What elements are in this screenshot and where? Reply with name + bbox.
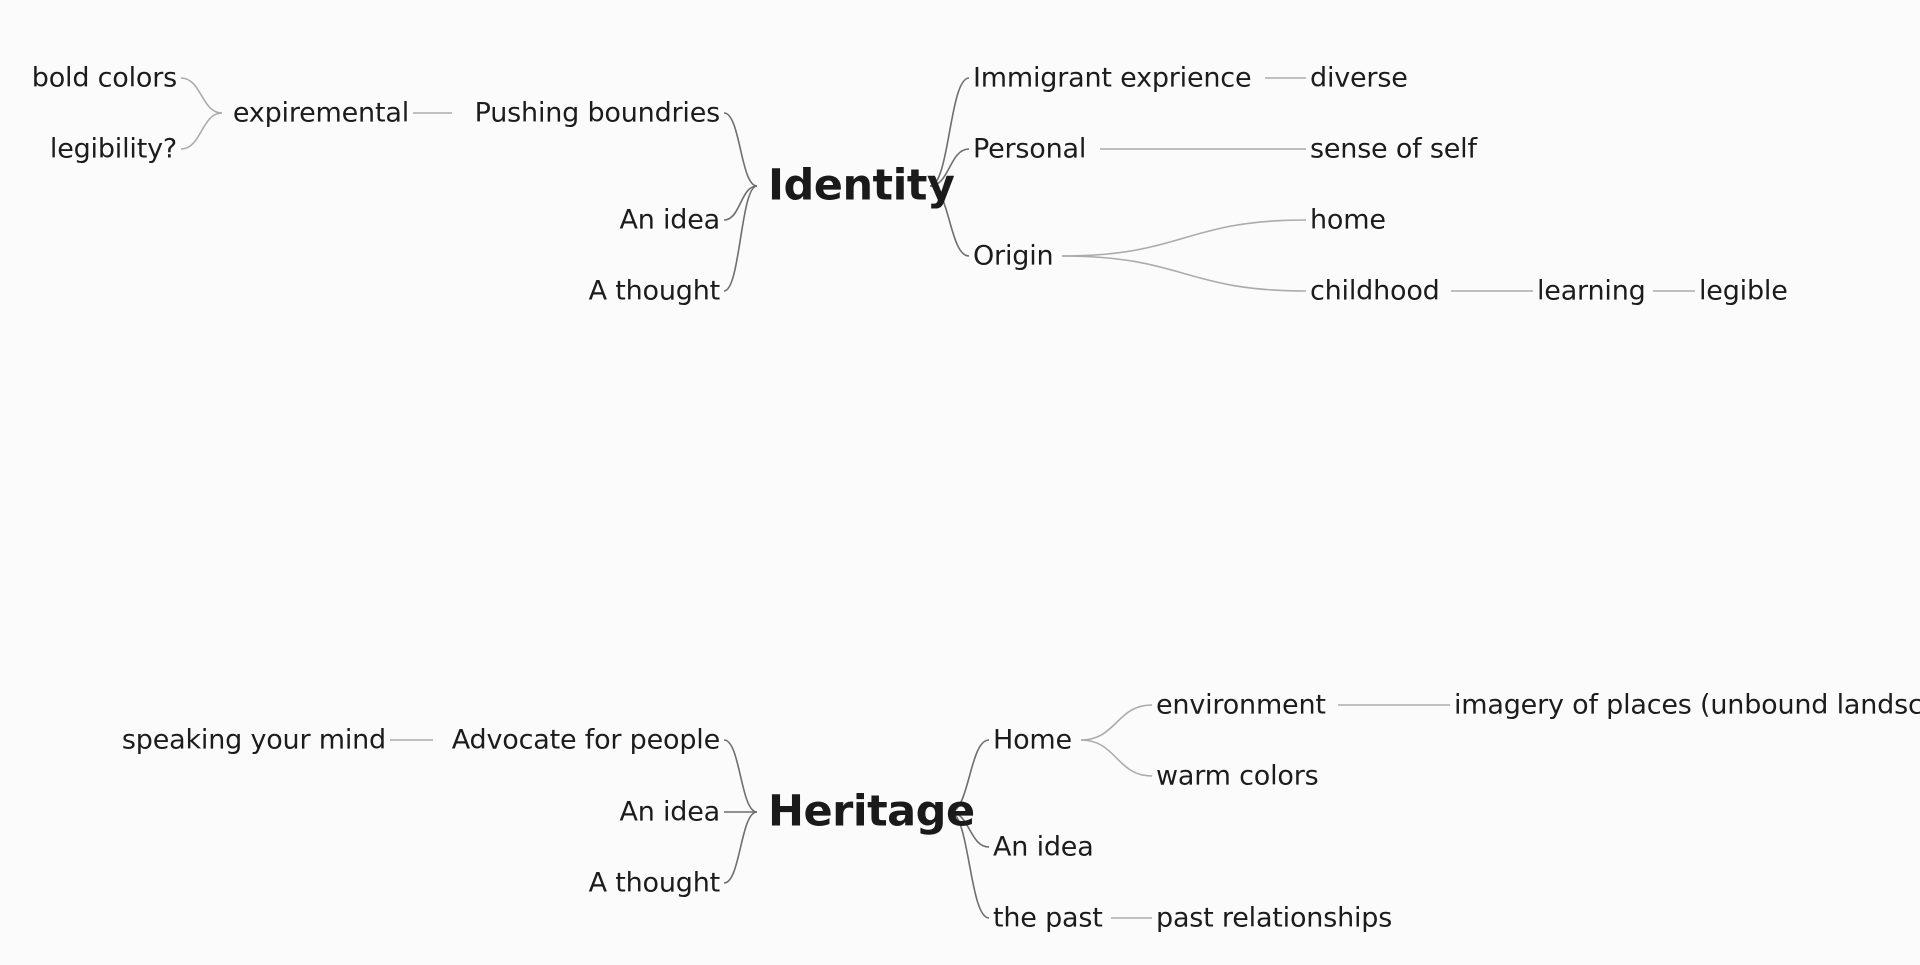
node-an-idea[interactable]: An idea [993,831,1094,863]
node-home[interactable]: Home [993,724,1072,756]
node-the-past[interactable]: the past [993,902,1103,934]
connector-line [723,185,758,221]
node-pushing-boundries[interactable]: Pushing boundries [474,97,721,129]
connector-line [180,112,223,150]
connector-line [929,148,970,187]
connector-line [1061,219,1307,257]
connector-line [1080,704,1153,741]
connector-line [929,77,970,187]
node-speaking-your-mind[interactable]: speaking your mind [121,724,386,756]
connector-line [949,811,990,919]
connector-line [723,739,758,813]
connector-line [723,811,758,884]
node-sense-of-self[interactable]: sense of self [1310,133,1477,165]
connector-line [723,112,758,187]
node-imagery-of-places[interactable]: imagery of places (unbound landscapes) [1454,689,1920,721]
node-learning[interactable]: learning [1537,275,1646,307]
connector-line [723,185,758,292]
node-past-relationships[interactable]: past relationships [1156,902,1393,934]
node-a-thought[interactable]: A thought [588,275,721,307]
node-childhood[interactable]: childhood [1310,275,1440,307]
node-immigrant-exprience[interactable]: Immigrant exprience [973,62,1252,94]
node-diverse[interactable]: diverse [1310,62,1408,94]
node-origin[interactable]: Origin [973,240,1054,272]
node-home[interactable]: home [1310,204,1386,236]
node-environment[interactable]: environment [1156,689,1326,721]
root-node-identity[interactable]: Identity [768,160,955,211]
connector-line [180,77,223,114]
node-personal[interactable]: Personal [973,133,1087,165]
node-a-thought[interactable]: A thought [588,867,721,899]
connector-line [929,185,970,257]
node-an-idea[interactable]: An idea [619,204,720,236]
connector-line [1080,739,1153,777]
connector-line [949,811,990,848]
connector-line [949,739,990,813]
connector-line [1061,255,1307,292]
node-legibility[interactable]: legibility? [49,133,177,165]
node-an-idea[interactable]: An idea [619,796,720,828]
root-node-heritage[interactable]: Heritage [768,786,975,837]
node-advocate-for-people[interactable]: Advocate for people [451,724,720,756]
node-bold-colors[interactable]: bold colors [31,62,177,94]
node-legible[interactable]: legible [1699,275,1788,307]
node-expiremental[interactable]: expiremental [232,97,409,129]
node-warm-colors[interactable]: warm colors [1156,760,1319,792]
